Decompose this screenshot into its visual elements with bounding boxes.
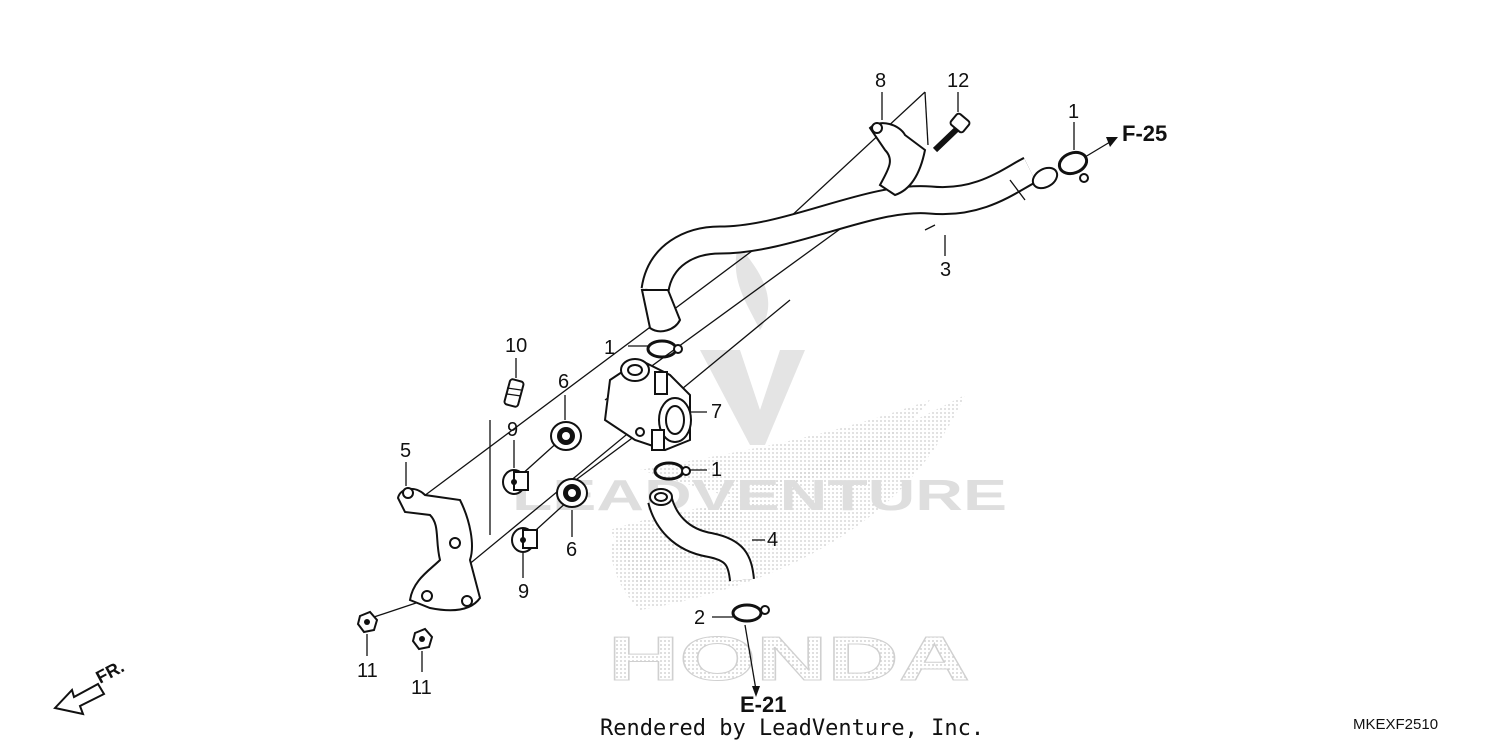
- callout-9-bottom: 9: [518, 581, 529, 603]
- callout-5: 5: [400, 440, 411, 462]
- bolt-10: [503, 378, 525, 408]
- callout-6-top: 6: [558, 371, 569, 393]
- front-arrow-icon: [53, 682, 106, 716]
- callout-11-a: 11: [357, 660, 378, 682]
- collar-9-top: [502, 469, 529, 495]
- collar-9-bottom: [511, 527, 538, 553]
- callout-8: 8: [875, 70, 886, 92]
- callout-7: 7: [711, 401, 722, 423]
- hose-4: [647, 488, 755, 582]
- render-credit: Rendered by LeadVenture, Inc.: [600, 716, 985, 741]
- hose-clip-1-top: [1057, 150, 1089, 183]
- callout-1-low: 1: [711, 459, 722, 481]
- callout-1-mid: 1: [604, 337, 615, 359]
- nut-11-a: [356, 610, 379, 634]
- front-label: FR.: [92, 656, 127, 687]
- callout-10: 10: [505, 335, 527, 357]
- callout-9-top: 9: [507, 419, 518, 441]
- callout-12: 12: [947, 70, 969, 92]
- rubber-mount-6-top: [550, 421, 582, 451]
- ref-e21: E-21: [740, 692, 786, 717]
- callout-2: 2: [694, 607, 705, 629]
- callout-4: 4: [767, 529, 778, 551]
- callout-3: 3: [940, 259, 951, 281]
- nut-11-b: [411, 627, 434, 651]
- watermark-leadventure-text: LEADVENTURE: [512, 471, 1007, 520]
- hose-clip-1-mid: [646, 339, 683, 359]
- watermark-honda-text: HONDA: [608, 625, 970, 694]
- callout-6-bottom: 6: [566, 539, 577, 561]
- callout-11-b: 11: [411, 677, 432, 699]
- watermark-logo-mark: [700, 245, 805, 445]
- callout-1-top: 1: [1068, 101, 1079, 123]
- hose-clip-2: [731, 603, 770, 697]
- clamp-8: [868, 122, 927, 197]
- air-valve-7: [603, 358, 692, 452]
- bracket-5: [396, 487, 482, 612]
- rubber-mount-6-bottom: [556, 478, 588, 508]
- bolt-12: [932, 112, 971, 153]
- callout-leaders: [366, 92, 1075, 672]
- hose-clip-1-low: [653, 461, 691, 481]
- arrow-f25: [1084, 137, 1118, 158]
- diagram-code: MKEXF2510: [1353, 716, 1439, 733]
- hose-3: [640, 157, 1059, 333]
- ref-f25: F-25: [1122, 121, 1167, 146]
